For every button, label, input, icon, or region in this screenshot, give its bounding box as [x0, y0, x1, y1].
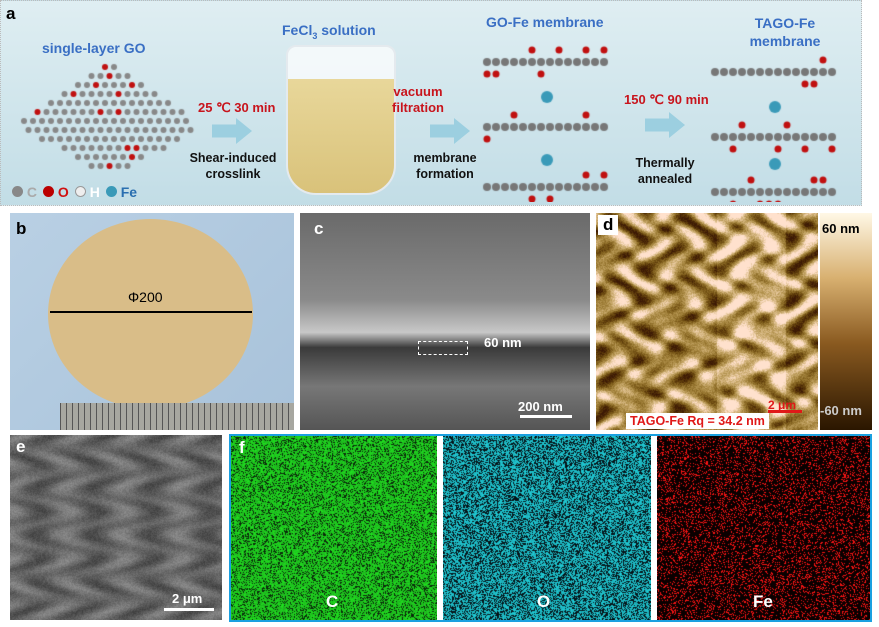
legend-c: C — [12, 184, 37, 200]
panel-f-eds-maps: f C O Fe — [229, 434, 872, 622]
eds-map-oxygen — [443, 436, 651, 620]
step1-description: Shear-induced crosslink — [189, 151, 277, 181]
ruler — [60, 403, 294, 430]
panel-label: e — [16, 437, 26, 456]
title-single-layer-go: single-layer GO — [42, 40, 146, 56]
map-label-c: C — [326, 592, 339, 611]
panel-b-photo: Φ200 b — [10, 213, 294, 430]
step1-condition: 25 ℃ 30 min — [198, 100, 276, 115]
scale-bar — [768, 410, 802, 413]
legend-fe: Fe — [105, 184, 137, 200]
panel-label: f — [239, 438, 245, 457]
panel-c-sem-cross-section: c 60 nm 200 nm — [300, 213, 590, 430]
roughness-label: TAGO-Fe Rq = 34.2 nm — [626, 413, 769, 429]
beaker-illustration — [286, 45, 396, 195]
scale-bar — [164, 608, 214, 611]
diameter-line — [50, 311, 252, 313]
process-arrow-3 — [645, 112, 685, 138]
panel-label: c — [314, 219, 324, 238]
panel-d-afm-map — [596, 213, 818, 430]
map-label-o: O — [537, 592, 551, 611]
step3-description: Thermally annealed — [635, 156, 695, 186]
scale-label: 200 nm — [518, 399, 563, 414]
go-sheet-illustration — [15, 62, 205, 182]
colorbar-min: -60 nm — [820, 403, 862, 418]
diameter-label: Φ200 — [128, 289, 163, 305]
scale-bar — [520, 415, 572, 418]
tago-fe-membrane-illustration — [710, 52, 840, 202]
atom-legend: C O H Fe — [12, 184, 137, 200]
legend-o: O — [43, 184, 69, 200]
panel-label: a — [6, 4, 16, 23]
process-arrow-1 — [212, 118, 252, 144]
title-tago-fe-membrane: TAGO-Fe membrane — [749, 15, 821, 49]
step2-condition: vacuum filtration — [392, 84, 444, 115]
membrane-disc — [48, 219, 253, 409]
go-fe-membrane-illustration — [482, 42, 612, 202]
title-fecl3-solution: FeCl3 solution — [282, 22, 376, 41]
process-arrow-2 — [430, 118, 470, 144]
colorbar-max: 60 nm — [822, 221, 860, 236]
panel-label: d — [598, 215, 619, 235]
legend-h: H — [74, 184, 100, 200]
step3-condition: 150 ℃ 90 min — [624, 92, 709, 107]
thickness-marker — [418, 341, 468, 355]
panel-a-schematic: a single-layer GO C O H Fe 25 ℃ 30 min S… — [0, 0, 862, 206]
eds-map-iron — [657, 436, 870, 620]
scale-label: 2 μm — [172, 591, 203, 606]
thickness-label: 60 nm — [484, 335, 522, 350]
step2-description: membrane formation — [413, 151, 477, 181]
panel-e-sem-surface — [10, 435, 222, 620]
colorbar: 60 nm -60 nm — [820, 213, 872, 430]
panel-label: b — [16, 219, 27, 238]
title-go-fe-membrane: GO-Fe membrane — [486, 14, 604, 30]
map-label-fe: Fe — [753, 592, 773, 611]
scale-label: 2 μm — [768, 398, 797, 412]
eds-map-carbon — [231, 436, 437, 620]
